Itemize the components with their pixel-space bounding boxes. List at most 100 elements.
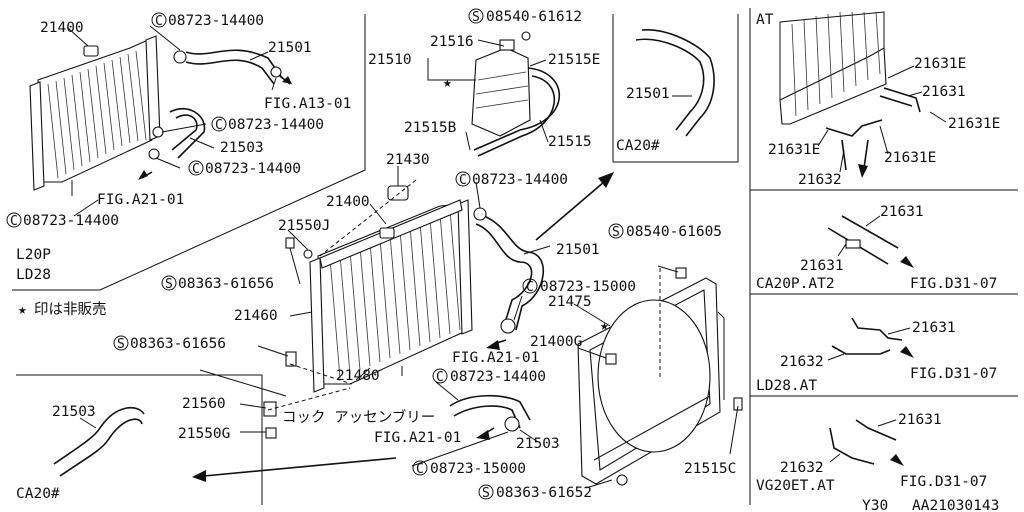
label-fig-d31-07: FIG.D31-07 bbox=[910, 276, 997, 292]
pipe-21631-ca20p bbox=[827, 215, 914, 268]
hose-21501-small bbox=[173, 49, 283, 85]
part-labels: 21400 08723-14400 21501 FIG.A13-01 08723… bbox=[16, 9, 1000, 512]
screw-symbol: S bbox=[472, 10, 480, 25]
label-fig-d31-07: FIG.D31-07 bbox=[910, 366, 997, 382]
prefix-letters: C C C C S C S S S C C C S bbox=[10, 10, 620, 501]
label-21400-top: 21400 bbox=[40, 20, 84, 36]
label-ca20-top: CA20# bbox=[616, 138, 660, 154]
hose-21503-lower bbox=[449, 394, 628, 486]
label-21515: 21515 bbox=[548, 134, 592, 150]
clamp-symbol: C bbox=[192, 162, 200, 177]
leaders-at bbox=[817, 65, 947, 173]
radiator-at bbox=[779, 11, 921, 178]
pipe-21631-ld28 bbox=[827, 317, 914, 361]
label-21631: 21631 bbox=[912, 320, 956, 336]
label-21631e: 21631E bbox=[948, 116, 1000, 132]
label-21503-top: 21503 bbox=[220, 140, 264, 156]
leaders-centre bbox=[199, 181, 551, 467]
label-ca20p-at2: CA20P.AT2 bbox=[756, 276, 835, 292]
star-mark: ★ bbox=[18, 302, 27, 318]
label-08363-61656: 08363-61656 bbox=[178, 276, 274, 292]
reservoir-tank-21510 bbox=[471, 31, 561, 157]
label-08723-15000: 08723-15000 bbox=[540, 279, 636, 295]
label-08723-15000: 08723-15000 bbox=[430, 461, 526, 477]
label-21631: 21631 bbox=[898, 412, 942, 428]
label-21550g: 21550G bbox=[178, 426, 230, 442]
label-ca20-bottom: CA20# bbox=[16, 486, 60, 502]
label-21560: 21560 bbox=[182, 396, 226, 412]
label-21631e: 21631E bbox=[914, 56, 966, 72]
leaders-reservoir bbox=[427, 39, 549, 151]
label-21501-mid: 21501 bbox=[556, 242, 600, 258]
label-not-for-sale-note: 印は非販売 bbox=[34, 301, 107, 318]
screw-symbol: S bbox=[165, 277, 173, 292]
label-08723-14400: 08723-14400 bbox=[472, 172, 568, 188]
leaders-top-left bbox=[67, 25, 277, 217]
radiator-small-illustration bbox=[29, 35, 161, 191]
label-21503-ca20: 21503 bbox=[52, 404, 96, 420]
label-21516: 21516 bbox=[430, 34, 474, 50]
label-vg20et-at: VG20ET.AT bbox=[756, 478, 835, 494]
label-fig-a21-01: FIG.A21-01 bbox=[97, 192, 184, 208]
leaders-shroud bbox=[573, 265, 739, 489]
label-21632: 21632 bbox=[798, 172, 842, 188]
label-21631e: 21631E bbox=[768, 142, 820, 158]
label-21632: 21632 bbox=[780, 460, 824, 476]
label-ld28: LD28 bbox=[16, 267, 51, 283]
label-21631: 21631 bbox=[880, 204, 924, 220]
hose-21501-ca20 bbox=[635, 29, 715, 137]
dashed-leaders bbox=[267, 179, 417, 411]
label-21631: 21631 bbox=[800, 258, 844, 274]
label-21510: 21510 bbox=[368, 52, 412, 68]
reference-arrows bbox=[192, 172, 614, 482]
clamp-symbol: C bbox=[10, 214, 18, 229]
hose-21501-main bbox=[473, 207, 544, 334]
screw-symbol: S bbox=[482, 486, 490, 501]
label-08363-61652: 08363-61652 bbox=[496, 485, 592, 501]
label-21503-low: 21503 bbox=[516, 436, 560, 452]
label-reference-code: AA21030143 bbox=[912, 498, 999, 512]
radiator-main-21400 bbox=[309, 199, 473, 393]
clamp-symbol: C bbox=[215, 118, 223, 133]
clamp-symbol: C bbox=[526, 280, 534, 295]
label-08723-14400: 08723-14400 bbox=[228, 117, 324, 133]
label-21515c: 21515C bbox=[684, 461, 736, 477]
label-21400g: 21400G bbox=[530, 334, 582, 350]
label-21460: 21460 bbox=[234, 308, 278, 324]
screw-symbol: S bbox=[612, 225, 620, 240]
label-21631e: 21631E bbox=[884, 150, 936, 166]
label-ld28-at: LD28.AT bbox=[756, 378, 817, 394]
label-at: AT bbox=[756, 12, 774, 28]
label-fig-d31-07: FIG.D31-07 bbox=[900, 474, 987, 490]
panel-frames bbox=[12, 8, 1018, 505]
label-21550j: 21550J bbox=[278, 218, 330, 234]
label-21631: 21631 bbox=[922, 84, 966, 100]
label-21430: 21430 bbox=[386, 152, 430, 168]
arrows-top-left bbox=[138, 75, 292, 180]
screw-symbol: S bbox=[117, 337, 125, 352]
label-21632: 21632 bbox=[780, 354, 824, 370]
label-y30: Y30 bbox=[862, 498, 888, 512]
clamp-symbol: C bbox=[459, 173, 467, 188]
prefix-symbols bbox=[6, 8, 624, 500]
label-08540-61612: 08540-61612 bbox=[486, 9, 582, 25]
label-21515b: 21515B bbox=[404, 120, 457, 136]
star-mark: ★ bbox=[600, 318, 609, 334]
radiator-cap-21430 bbox=[387, 166, 409, 201]
label-08723-14400: 08723-14400 bbox=[205, 161, 301, 177]
pipe-21631-vg20et bbox=[829, 419, 904, 466]
hose-21503-small bbox=[148, 107, 206, 160]
label-21400-mid: 21400 bbox=[326, 194, 370, 210]
label-fig-a21-01: FIG.A21-01 bbox=[374, 430, 461, 446]
label-08363-61656: 08363-61656 bbox=[130, 336, 226, 352]
label-21475: 21475 bbox=[548, 294, 592, 310]
clamp-symbol: C bbox=[155, 14, 163, 29]
label-08723-14400: 08723-14400 bbox=[450, 369, 546, 385]
label-21515e: 21515E bbox=[548, 52, 600, 68]
fan-shroud-21475 bbox=[577, 267, 743, 485]
label-l20p: L20P bbox=[16, 247, 51, 263]
label-21501-top: 21501 bbox=[268, 40, 312, 56]
clamp-symbol: C bbox=[416, 462, 424, 477]
label-08723-14400: 08723-14400 bbox=[23, 213, 119, 229]
